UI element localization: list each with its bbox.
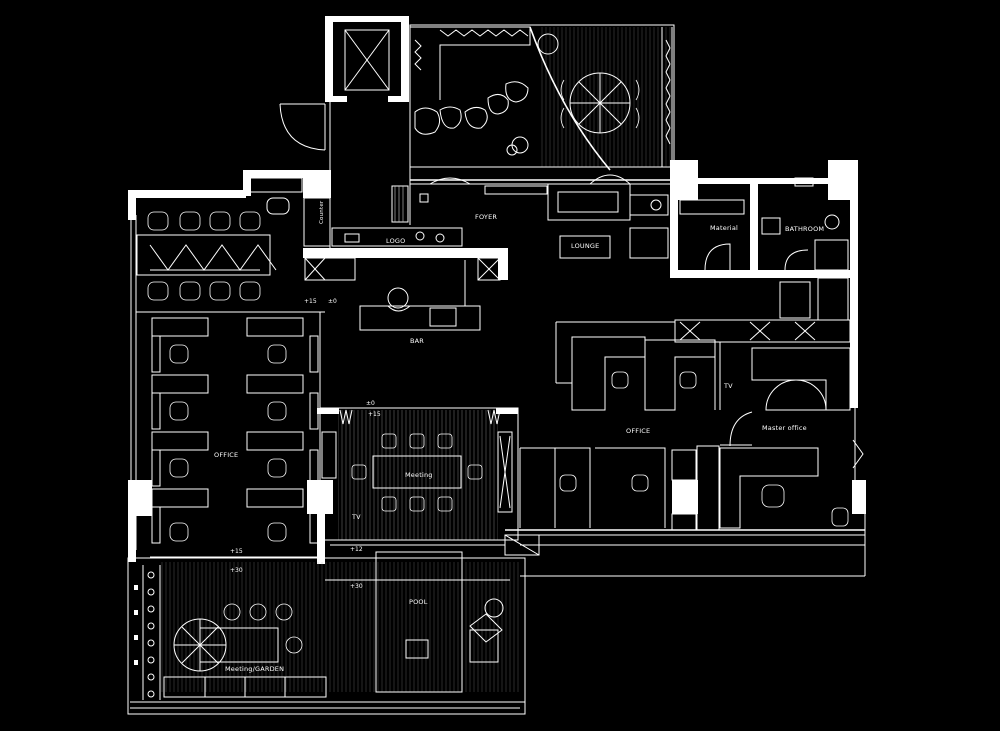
foyer-bar-area xyxy=(303,174,670,331)
label-meeting-garden: Meeting/GARDEN xyxy=(225,665,284,673)
garden-pool xyxy=(127,534,540,715)
label-office-right: OFFICE xyxy=(626,427,650,435)
level-meeting-b: +15 xyxy=(368,411,381,418)
chairs-top xyxy=(147,211,261,301)
left-office-area xyxy=(136,177,333,564)
meeting-chairs xyxy=(351,433,483,512)
label-bathroom: BATHROOM xyxy=(785,225,824,233)
right-office-area xyxy=(519,277,864,531)
terrace-garden xyxy=(409,24,675,171)
level-bar-b: ±0 xyxy=(328,298,337,305)
label-material: Material xyxy=(710,224,738,232)
garden-umbrella-icon xyxy=(173,618,227,672)
label-tv-meeting: TV xyxy=(351,513,361,521)
meeting-room xyxy=(317,407,519,541)
plant-border xyxy=(134,571,155,698)
level-pool: +30 xyxy=(350,583,363,590)
level-garden: +30 xyxy=(230,567,243,574)
level-office-bottom: +15 xyxy=(230,548,243,555)
entry-door xyxy=(279,103,326,151)
label-bar: BAR xyxy=(410,337,424,345)
level-pool-edge: +12 xyxy=(350,546,363,553)
label-master-office: Master office xyxy=(762,424,807,432)
label-tv-master: TV xyxy=(723,382,733,390)
label-foyer: FOYER xyxy=(475,213,497,221)
room-labels: FOYER LOGO LOUNGE Material BATHROOM BAR … xyxy=(214,200,824,673)
label-counter: Counter xyxy=(319,200,325,224)
label-lounge: LOUNGE xyxy=(571,242,599,250)
label-logo: LOGO xyxy=(386,237,405,245)
label-meeting: Meeting xyxy=(405,471,433,479)
level-bar-a: +15 xyxy=(304,298,317,305)
service-rooms xyxy=(679,177,849,271)
workstations xyxy=(151,317,319,544)
umbrella-icon xyxy=(560,72,640,134)
elevator-core xyxy=(325,16,409,102)
level-meeting-a: ±0 xyxy=(366,400,375,407)
level-markers: +15 ±0 ±0 +15 +15 +30 +12 +30 xyxy=(230,298,381,590)
label-pool: POOL xyxy=(409,598,428,606)
label-office-left: OFFICE xyxy=(214,451,238,459)
